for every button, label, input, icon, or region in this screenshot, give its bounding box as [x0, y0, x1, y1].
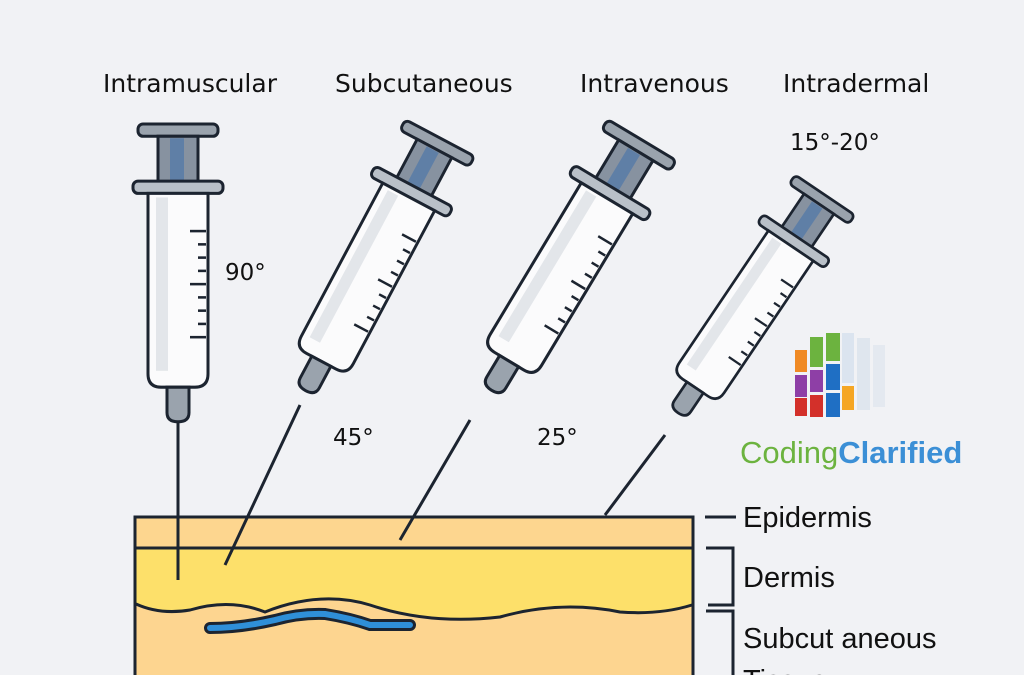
logo-text: CodingClarified	[740, 435, 962, 470]
label-tissue: Tissue	[743, 665, 827, 675]
label-intravenous: Intravenous	[580, 69, 729, 98]
label-intramuscular: Intramuscular	[103, 69, 278, 98]
needle-subcutaneous	[223, 404, 302, 566]
angle-intramuscular: 90°	[225, 260, 266, 286]
coding-clarified-logo: CodingClarified	[740, 333, 962, 470]
angle-intradermal: 15°-20°	[790, 130, 880, 156]
needle-intradermal	[603, 434, 667, 516]
needles	[176, 404, 667, 580]
label-epidermis: Epidermis	[743, 502, 872, 534]
angle-intravenous: 25°	[537, 425, 578, 451]
layer-brackets	[705, 515, 736, 675]
label-subcutaneous-tissue: Subcut aneous	[743, 623, 936, 655]
syringe-subcutaneous	[265, 115, 481, 413]
skin-cross-section	[133, 515, 695, 675]
syringe-intramuscular	[131, 122, 225, 424]
angle-subcutaneous: 45°	[333, 425, 374, 451]
label-intradermal: Intradermal	[783, 69, 929, 98]
label-subcutaneous: Subcutaneous	[335, 69, 513, 98]
needle-intravenous	[398, 419, 472, 541]
label-dermis: Dermis	[743, 562, 835, 594]
logo-grid-icon	[795, 333, 885, 417]
syringe-intravenous	[451, 115, 683, 415]
